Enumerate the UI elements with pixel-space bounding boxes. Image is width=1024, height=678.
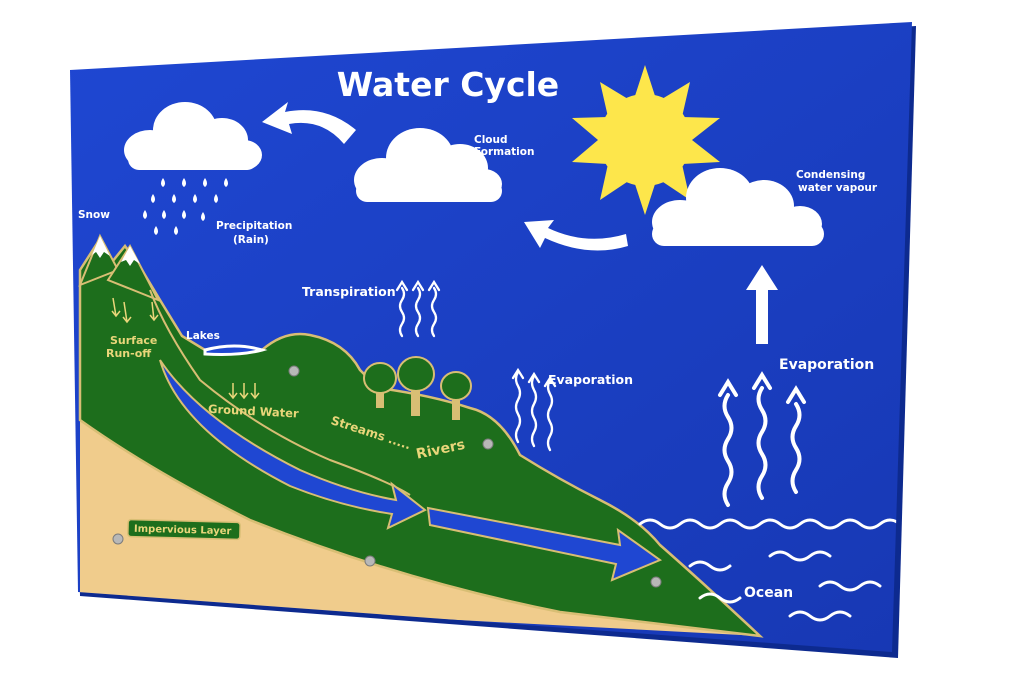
snow-cap-left — [92, 236, 110, 258]
river-arrow-2 — [426, 506, 663, 582]
arrow-to-precipitation-icon — [262, 102, 356, 144]
river-arrow-1 — [159, 359, 427, 530]
lakes-label: Lakes — [186, 330, 220, 342]
ocean-waves — [638, 518, 902, 622]
screws — [112, 365, 662, 588]
ground-water-arrows-icon — [228, 383, 260, 400]
tree-3 — [440, 371, 472, 420]
ground-water-label: Ground Water — [208, 402, 300, 421]
arrow-to-cloud-formation-icon — [524, 220, 628, 251]
snow-label: Snow — [78, 209, 110, 221]
transpiration-label: Transpiration — [302, 284, 396, 299]
impervious-plaque — [127, 518, 241, 541]
ocean-label: Ocean — [744, 585, 793, 601]
raindrops-icon — [143, 178, 228, 235]
evaporation-mid-arrows-icon — [511, 367, 557, 452]
condensing-label: Condensing water vapour — [796, 169, 878, 194]
lake — [203, 344, 268, 356]
precipitation-label: Precipitation (Rain) — [216, 220, 296, 246]
transpiration-arrows-icon — [395, 279, 441, 338]
mountain-left — [78, 233, 120, 287]
sand-layer — [80, 420, 760, 636]
cloud-formation-label: Cloud Formation — [474, 134, 534, 158]
tree-1 — [363, 362, 397, 408]
runoff-arrows-icon — [111, 297, 159, 324]
snow-cap-right — [121, 246, 140, 266]
evaporation-ocean-arrows-icon — [718, 371, 806, 507]
tree-2 — [397, 356, 435, 416]
cloud-precipitation-icon — [124, 102, 262, 170]
surface-runoff-label: Surface Run-off — [106, 334, 161, 360]
evaporation-right-label: Evaporation — [779, 357, 874, 373]
evaporation-mid-label: Evaporation — [548, 372, 633, 387]
impervious-label: Impervious Layer — [134, 524, 232, 538]
cloud-condensing-icon — [652, 168, 824, 246]
page-title: Water Cycle — [337, 65, 559, 104]
sun-icon — [572, 65, 720, 215]
arrow-up-icon — [746, 265, 778, 344]
mountain-right — [106, 244, 161, 302]
land — [78, 239, 764, 638]
cloud-formation-icon — [354, 128, 502, 202]
runoff-channel — [149, 289, 411, 496]
